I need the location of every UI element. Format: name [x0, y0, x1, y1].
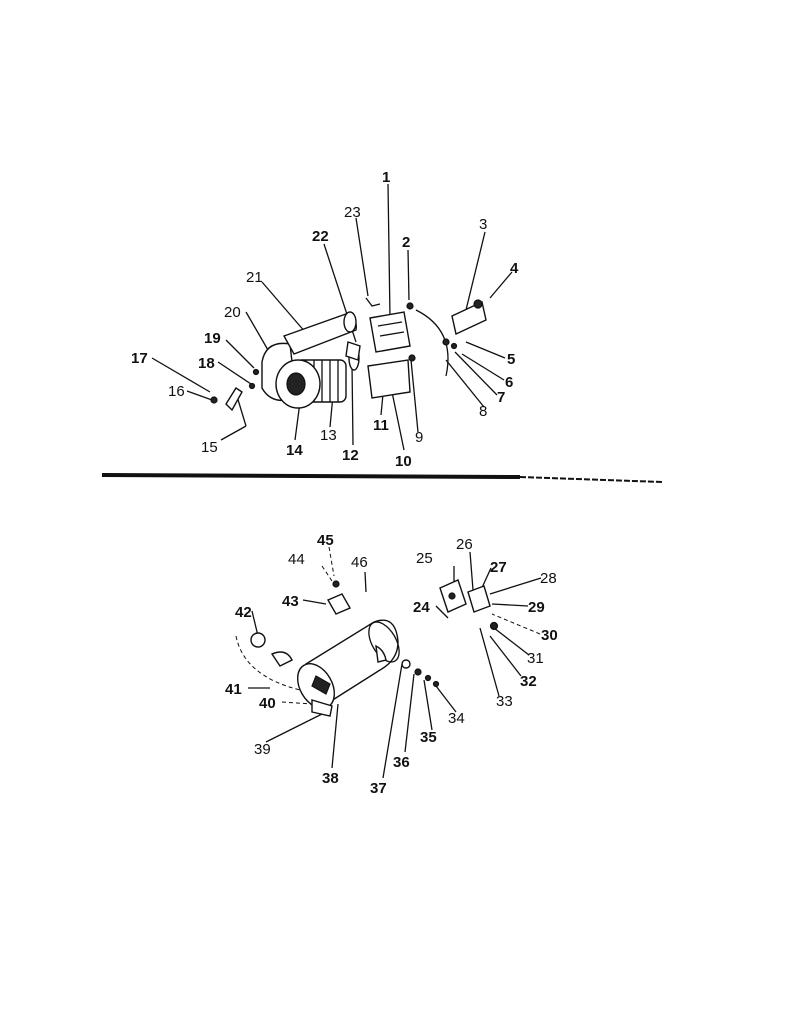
callout-15: 15: [201, 439, 218, 456]
callout-37: 37: [370, 780, 387, 797]
section-divider: [101, 473, 663, 483]
callout-30: 30: [541, 627, 558, 644]
callout-13: 13: [320, 427, 337, 444]
callout-23: 23: [344, 204, 361, 221]
bottom-assembly: 24 25 26 27 28 29 30 31 32 33 34 35 36 3…: [225, 532, 558, 797]
callout-1: 1: [382, 169, 390, 186]
callout-4: 4: [510, 260, 519, 277]
callout-34: 34: [448, 710, 465, 727]
callout-17: 17: [131, 350, 148, 367]
callout-38: 38: [322, 770, 339, 787]
callout-27: 27: [490, 559, 507, 576]
callout-24: 24: [413, 599, 430, 616]
callout-26: 26: [456, 536, 473, 553]
callout-19: 19: [204, 330, 221, 347]
callout-7: 7: [497, 389, 505, 406]
callout-2: 2: [402, 234, 410, 251]
callout-42: 42: [235, 604, 252, 621]
callout-43: 43: [282, 593, 299, 610]
callout-25: 25: [416, 550, 433, 567]
callout-5: 5: [507, 351, 515, 368]
callout-46: 46: [351, 554, 368, 571]
callout-11: 11: [373, 417, 389, 434]
callout-20: 20: [224, 304, 241, 321]
callout-18: 18: [198, 355, 215, 372]
callout-39: 39: [254, 741, 271, 758]
callout-22: 22: [312, 228, 329, 245]
callout-35: 35: [420, 729, 437, 746]
callout-28: 28: [540, 570, 557, 587]
callout-6: 6: [505, 374, 513, 391]
callout-16: 16: [168, 383, 185, 400]
top-assembly: 1 2 3 4 5 6 7 8 9 10 11 12 13 14 15 16 1…: [131, 169, 519, 470]
callout-29: 29: [528, 599, 545, 616]
callout-40: 40: [259, 695, 276, 712]
callout-21: 21: [246, 269, 263, 286]
callout-14: 14: [286, 442, 303, 459]
callout-12: 12: [342, 447, 359, 464]
callout-41: 41: [225, 681, 242, 698]
callout-9: 9: [415, 429, 423, 446]
callout-32: 32: [520, 673, 537, 690]
callout-36: 36: [393, 754, 410, 771]
callout-33: 33: [496, 693, 513, 710]
callout-45: 45: [317, 532, 334, 549]
callout-8: 8: [479, 403, 487, 420]
callout-31: 31: [527, 650, 544, 667]
callout-10: 10: [395, 453, 412, 470]
callout-44: 44: [288, 551, 305, 568]
callout-3: 3: [479, 216, 487, 233]
